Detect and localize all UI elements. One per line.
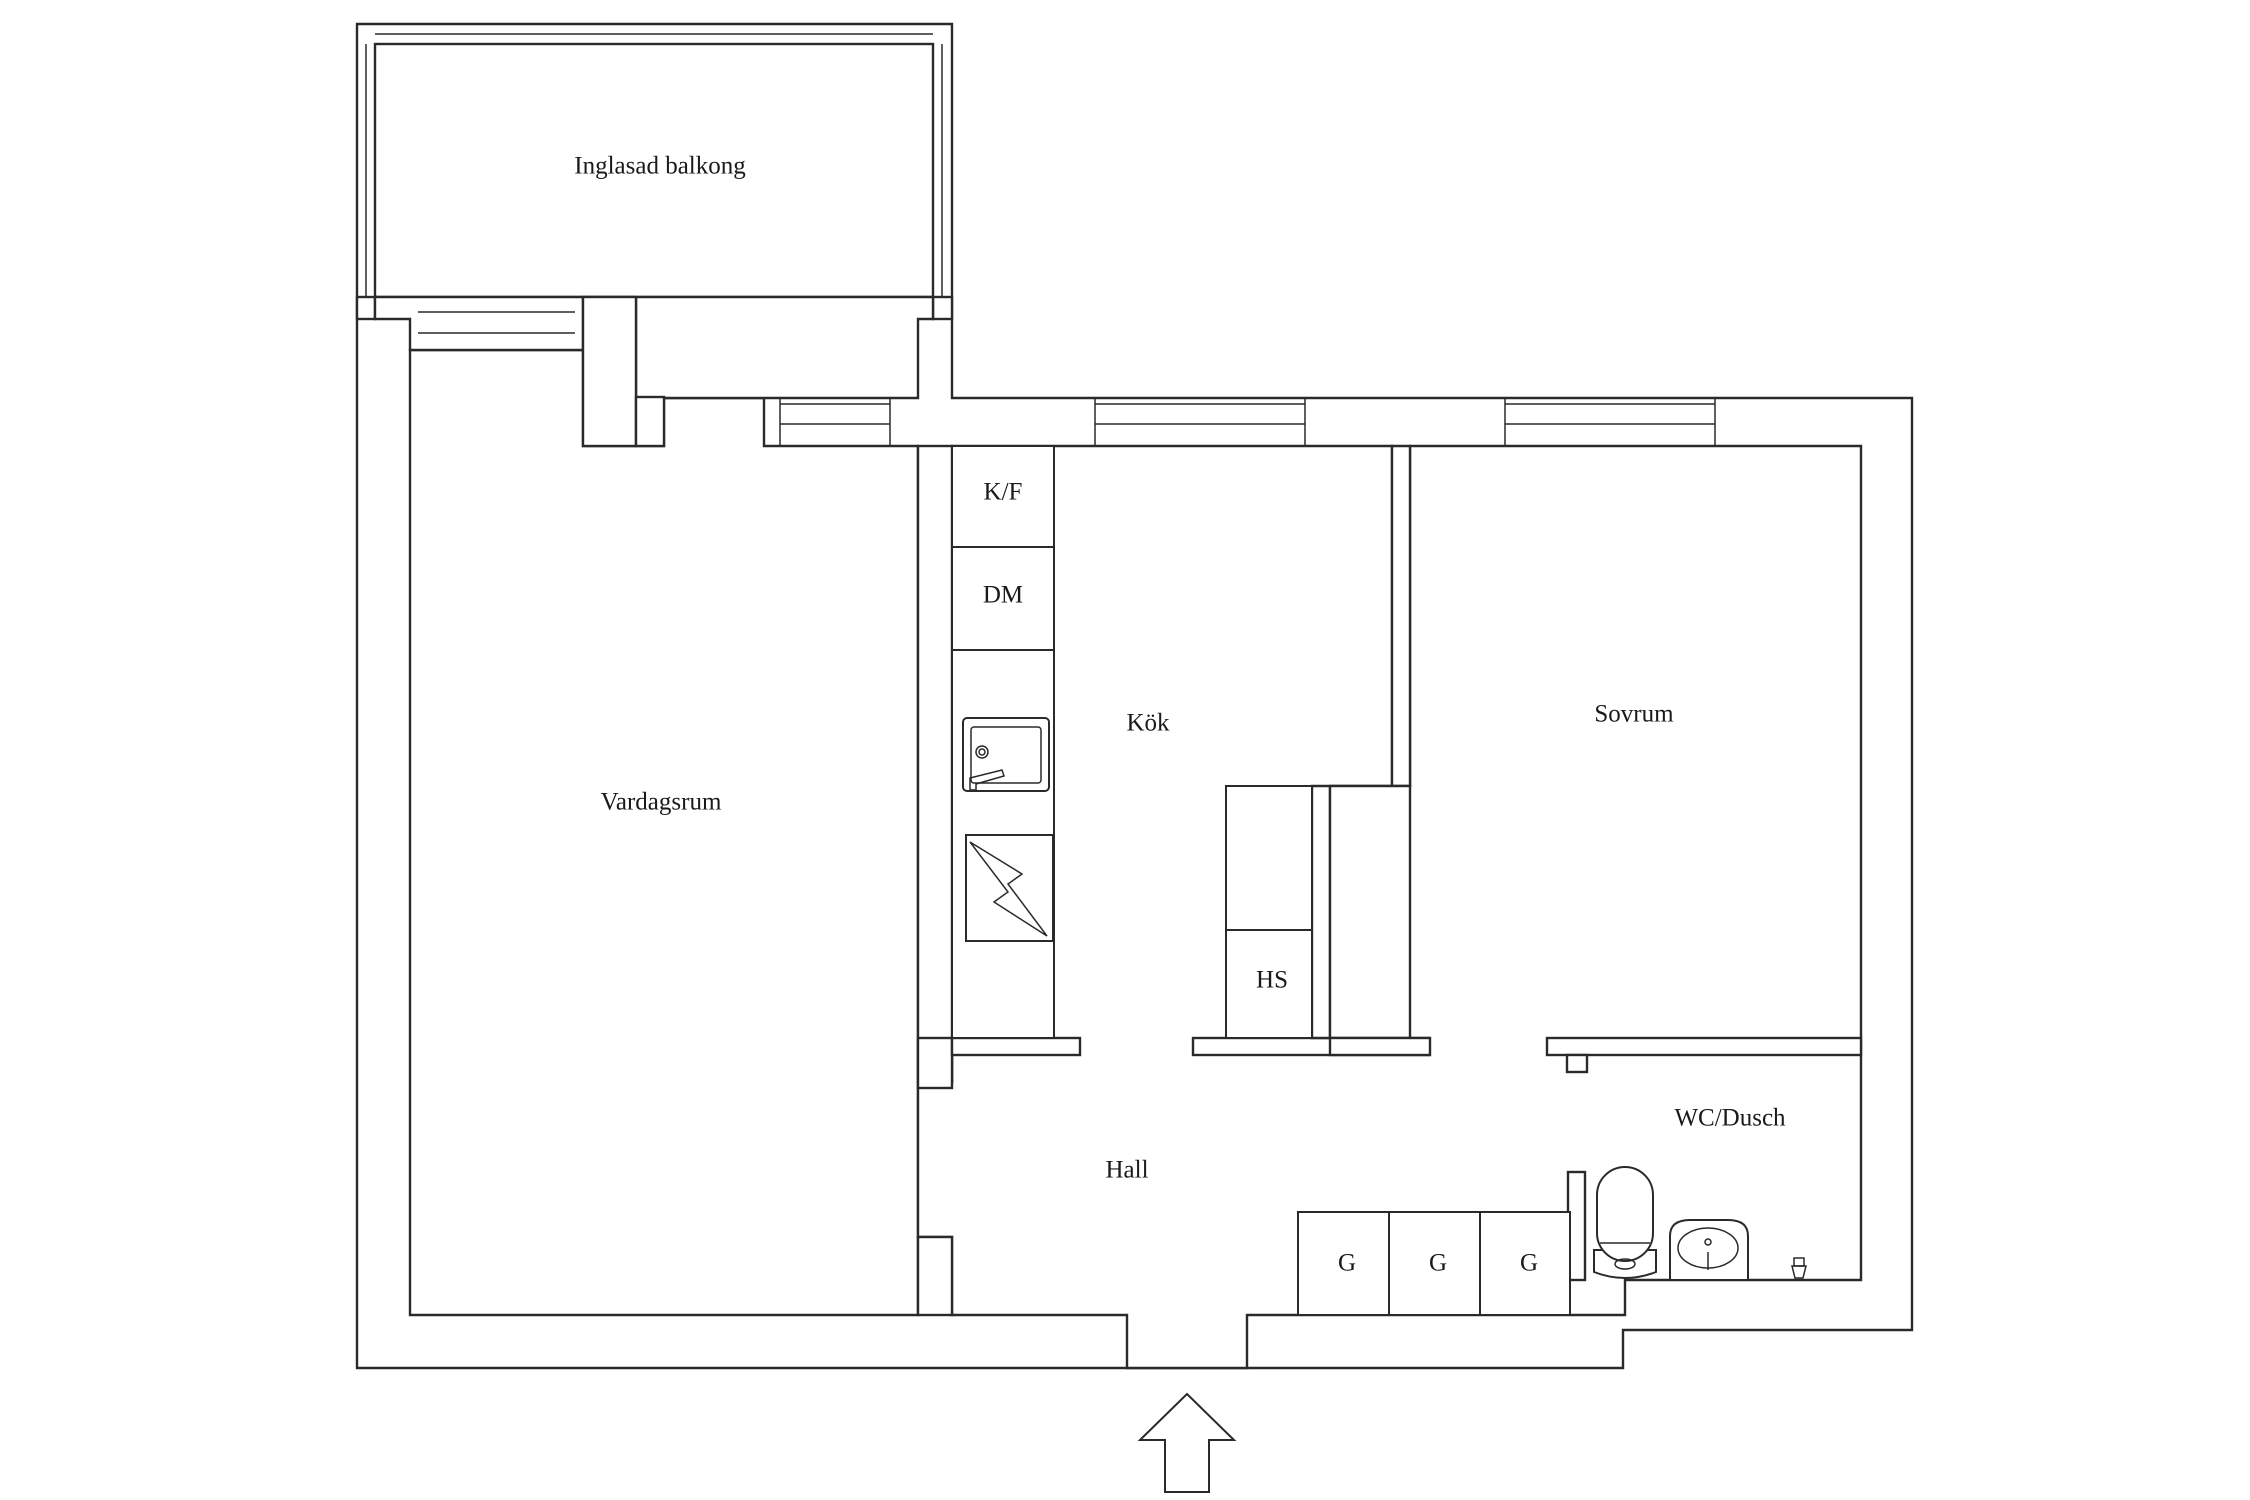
top-windows [1094,398,1716,446]
room-label-hall: Hall [1105,1157,1148,1184]
drain-icon [1791,1257,1807,1279]
stove-icon [965,834,1054,942]
balcony-wall [373,295,935,448]
arrow-up-icon [1137,1392,1237,1493]
washbasin-icon [1669,1219,1749,1281]
fixture-label-fridge-freezer: K/F [984,479,1023,506]
room-label-bathroom: WC/Dusch [1674,1105,1786,1132]
fixture-label-dishwasher: DM [983,582,1023,609]
fixture-label-closet-2: G [1429,1250,1447,1277]
hall-closets [1297,1211,1571,1316]
fixture-label-wardrobe: HS [1256,967,1288,994]
room-label-kitchen: Kök [1126,710,1170,737]
fixture-label-closet-3: G [1520,1250,1538,1277]
room-label-living: Vardagsrum [601,789,722,816]
balcony-glazing [355,33,954,321]
room-label-balcony: Inglasad balkong [574,153,746,180]
room-label-bedroom: Sovrum [1594,701,1674,728]
wardrobe-hs [1225,785,1313,1039]
sink-icon [962,717,1050,792]
fixture-label-closet-1: G [1338,1250,1356,1277]
toilet-icon [1593,1166,1657,1279]
